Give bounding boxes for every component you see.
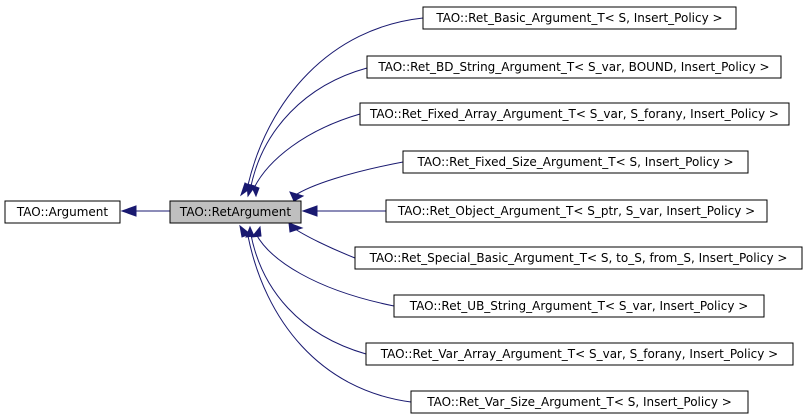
node-argument[interactable]: TAO::Argument bbox=[4, 200, 121, 224]
arrowhead-argument bbox=[120, 205, 137, 217]
edge-fixed-size-to-retargument bbox=[293, 161, 404, 197]
node-ret-object[interactable]: TAO::Ret_Object_Argument_T< S_ptr, S_var… bbox=[385, 199, 768, 223]
node-ret-basic[interactable]: TAO::Ret_Basic_Argument_T< S, Insert_Pol… bbox=[422, 6, 737, 30]
edge-special-basic-to-retargument bbox=[291, 226, 356, 259]
node-ret-argument-label: TAO::RetArgument bbox=[179, 205, 291, 219]
node-ret-ub-string[interactable]: TAO::Ret_UB_String_Argument_T< S_var, In… bbox=[393, 294, 765, 318]
node-ret-var-size-label: TAO::Ret_Var_Size_Argument_T< S, Insert_… bbox=[426, 395, 732, 409]
node-ret-fixed-array-label: TAO::Ret_Fixed_Array_Argument_T< S_var, … bbox=[369, 107, 779, 121]
node-ret-fixed-array[interactable]: TAO::Ret_Fixed_Array_Argument_T< S_var, … bbox=[359, 102, 790, 126]
node-ret-fixed-size-label: TAO::Ret_Fixed_Size_Argument_T< S, Inser… bbox=[416, 155, 733, 169]
node-ret-var-array[interactable]: TAO::Ret_Var_Array_Argument_T< S_var, S_… bbox=[365, 342, 794, 366]
node-ret-bd-string[interactable]: TAO::Ret_BD_String_Argument_T< S_var, BO… bbox=[366, 55, 782, 79]
node-ret-object-label: TAO::Ret_Object_Argument_T< S_ptr, S_var… bbox=[397, 204, 755, 218]
edge-ub-string-to-retargument bbox=[255, 233, 395, 307]
arrowhead-fixed-size bbox=[289, 191, 305, 202]
inheritance-edges bbox=[134, 17, 424, 403]
node-ret-special-basic-label: TAO::Ret_Special_Basic_Argument_T< S, to… bbox=[369, 251, 788, 265]
arrowhead-var-size bbox=[239, 224, 251, 238]
node-ret-var-array-label: TAO::Ret_Var_Array_Argument_T< S_var, S_… bbox=[380, 347, 778, 361]
arrowhead-special-basic bbox=[288, 222, 304, 233]
arrowhead-fixed-array bbox=[250, 184, 260, 198]
arrowhead-ub-string bbox=[250, 225, 262, 238]
edge-bd-string-to-retargument bbox=[250, 67, 368, 187]
node-ret-bd-string-label: TAO::Ret_BD_String_Argument_T< S_var, BO… bbox=[377, 60, 769, 74]
node-ret-ub-string-label: TAO::Ret_UB_String_Argument_T< S_var, In… bbox=[409, 299, 749, 313]
node-ret-basic-label: TAO::Ret_Basic_Argument_T< S, Insert_Pol… bbox=[435, 11, 722, 25]
edge-var-size-to-retargument bbox=[247, 235, 412, 403]
arrowhead-object bbox=[301, 205, 318, 217]
node-ret-fixed-size[interactable]: TAO::Ret_Fixed_Size_Argument_T< S, Inser… bbox=[402, 150, 749, 174]
node-ret-argument[interactable]: TAO::RetArgument bbox=[169, 200, 302, 224]
node-ret-special-basic[interactable]: TAO::Ret_Special_Basic_Argument_T< S, to… bbox=[354, 246, 803, 270]
node-ret-var-size[interactable]: TAO::Ret_Var_Size_Argument_T< S, Insert_… bbox=[410, 390, 749, 414]
inheritance-arrowheads bbox=[120, 182, 318, 238]
node-argument-label: TAO::Argument bbox=[16, 205, 109, 219]
edge-var-array-to-retargument bbox=[250, 234, 367, 355]
edge-fixed-array-to-retargument bbox=[253, 113, 361, 189]
edge-basic-to-retargument bbox=[247, 17, 424, 186]
